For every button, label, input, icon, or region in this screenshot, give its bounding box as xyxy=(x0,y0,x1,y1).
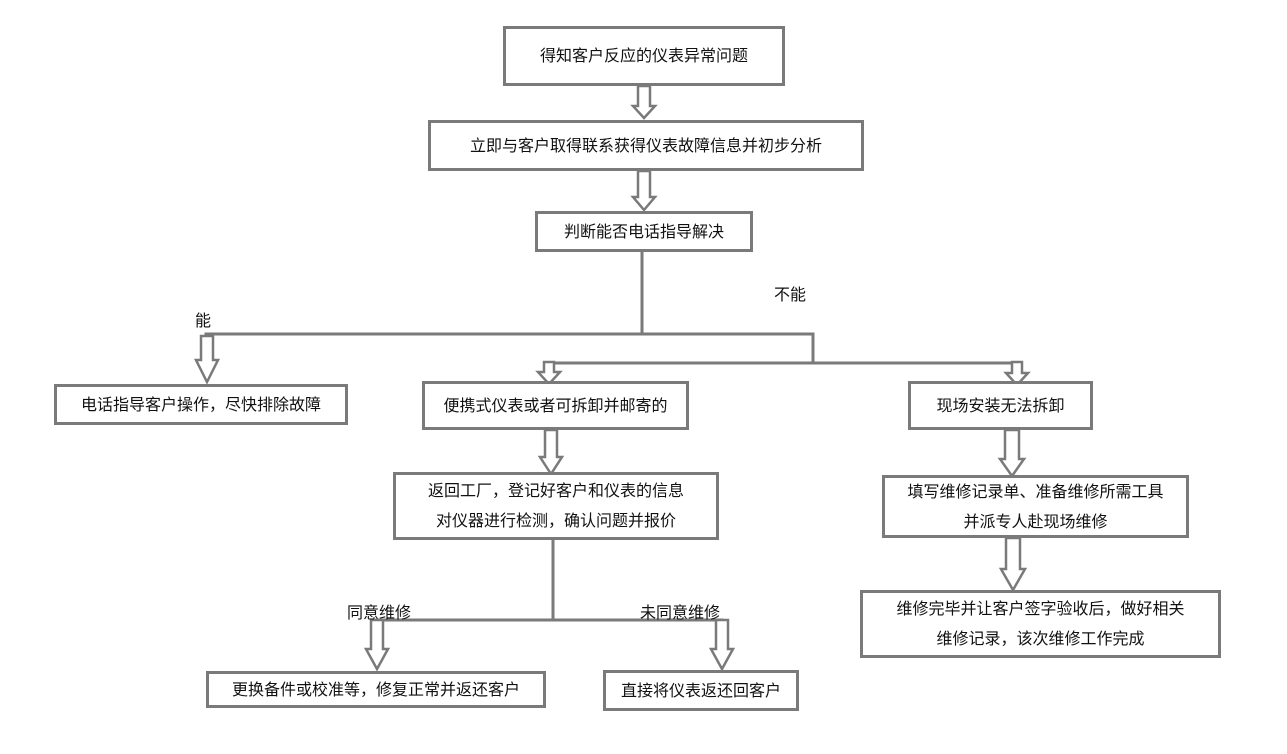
arrow-to-replace xyxy=(363,618,391,672)
label-cannot: 不能 xyxy=(774,285,807,304)
node-portable: 便携式仪表或者可拆卸并邮寄的 xyxy=(422,381,689,430)
node-onsite: 现场安装无法拆卸 xyxy=(908,381,1093,430)
label-agree: 同意维修 xyxy=(347,603,412,622)
arrow-onsite-to-fill xyxy=(997,428,1027,479)
node-onsite-text: 现场安装无法拆卸 xyxy=(936,395,1065,415)
node-complete-line-2: 维修记录，该次维修工作完成 xyxy=(936,629,1145,648)
label-disagree: 未同意维修 xyxy=(640,603,721,622)
node-return-line-1: 返回工厂，登记好客户和仪表的信息 xyxy=(427,481,684,500)
arrow-portable-to-return xyxy=(537,428,565,477)
node-fill-line-1: 填写维修记录单、准备维修所需工具 xyxy=(907,481,1164,501)
node-fill-line-2: 并派专人赴现场维修 xyxy=(963,511,1108,531)
node-fill-record: 填写维修记录单、准备维修所需工具 并派专人赴现场维修 xyxy=(882,475,1189,538)
arrow-to-onsite xyxy=(1003,360,1031,387)
node-contact-text: 立即与客户取得联系获得仪表故障信息并初步分析 xyxy=(469,135,822,155)
node-complete: 维修完毕并让客户签字验收后，做好相关 维修记录，该次维修工作完成 xyxy=(860,590,1221,658)
label-can: 能 xyxy=(195,311,212,330)
arrow-to-phone-guide xyxy=(193,334,221,385)
node-phone-guide-text: 电话指导客户操作，尽快排除故障 xyxy=(80,394,321,414)
arrow-to-direct-return xyxy=(708,618,736,672)
node-portable-text: 便携式仪表或者可拆卸并邮寄的 xyxy=(443,395,668,415)
connector-judge-branch xyxy=(546,332,1019,368)
node-return-factory: 返回工厂，登记好客户和仪表的信息 对仪器进行检测，确认问题并报价 xyxy=(393,472,719,540)
node-direct-return-text: 直接将仪表返还回客户 xyxy=(620,680,781,700)
node-start-text: 得知客户反应的仪表异常问题 xyxy=(539,46,748,65)
node-contact: 立即与客户取得联系获得仪表故障信息并初步分析 xyxy=(428,120,864,171)
arrow-contact-to-judge xyxy=(630,169,658,212)
arrow-to-portable xyxy=(535,360,563,386)
node-direct-return: 直接将仪表返还回客户 xyxy=(603,670,799,711)
node-replace: 更换备件或校准等，修复正常并返还客户 xyxy=(206,671,546,708)
node-judge: 判断能否电话指导解决 xyxy=(535,211,753,252)
node-complete-line-1: 维修完毕并让客户签字验收后，做好相关 xyxy=(896,599,1185,618)
arrow-fill-to-complete xyxy=(998,536,1028,593)
node-phone-guide: 电话指导客户操作，尽快排除故障 xyxy=(54,384,348,425)
node-start: 得知客户反应的仪表异常问题 xyxy=(503,26,785,86)
node-replace-text: 更换备件或校准等，修复正常并返还客户 xyxy=(231,679,520,699)
node-return-line-2: 对仪器进行检测，确认问题并报价 xyxy=(435,511,676,530)
arrow-start-to-contact xyxy=(630,84,658,120)
connector-judge-trunk xyxy=(204,252,644,338)
node-judge-text: 判断能否电话指导解决 xyxy=(563,221,724,241)
